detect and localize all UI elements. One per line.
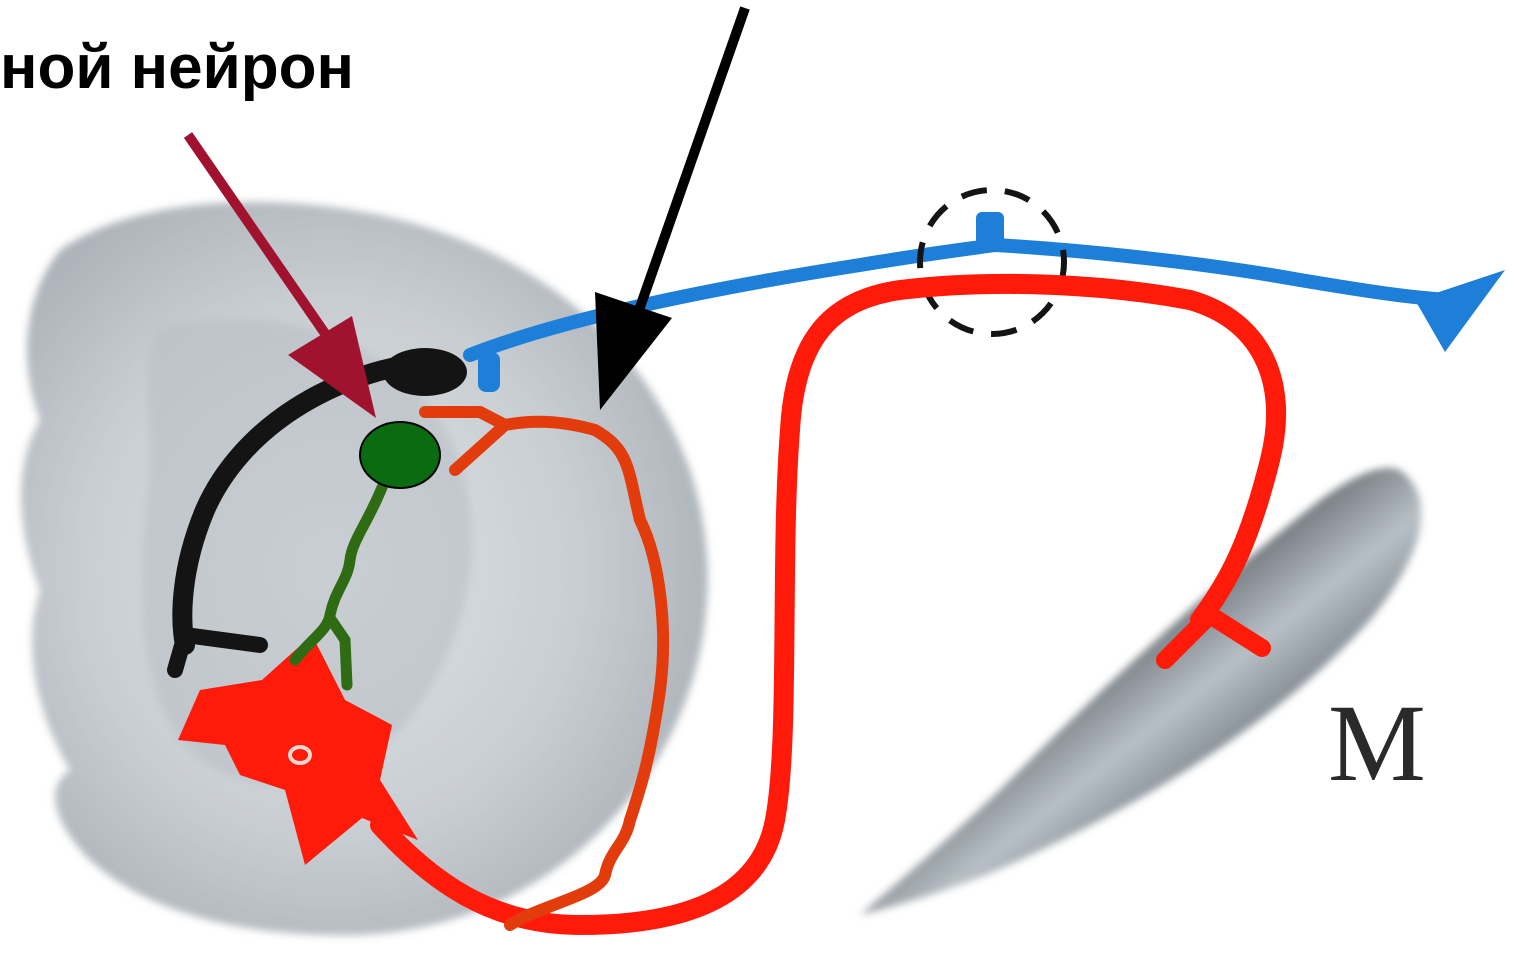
interneuron-caption: ной нейрон	[0, 32, 354, 103]
ganglion-dashed-circle-icon	[920, 190, 1064, 334]
dorsal-root-ganglion-shadow	[383, 348, 467, 396]
muscle-label: M	[1328, 688, 1426, 798]
interneuron-green-circle-icon	[360, 422, 440, 488]
sensory-fiber-arrowhead	[1415, 270, 1505, 352]
sensory-neuron-body	[976, 212, 1004, 248]
sensory-fiber-stub	[478, 352, 500, 392]
